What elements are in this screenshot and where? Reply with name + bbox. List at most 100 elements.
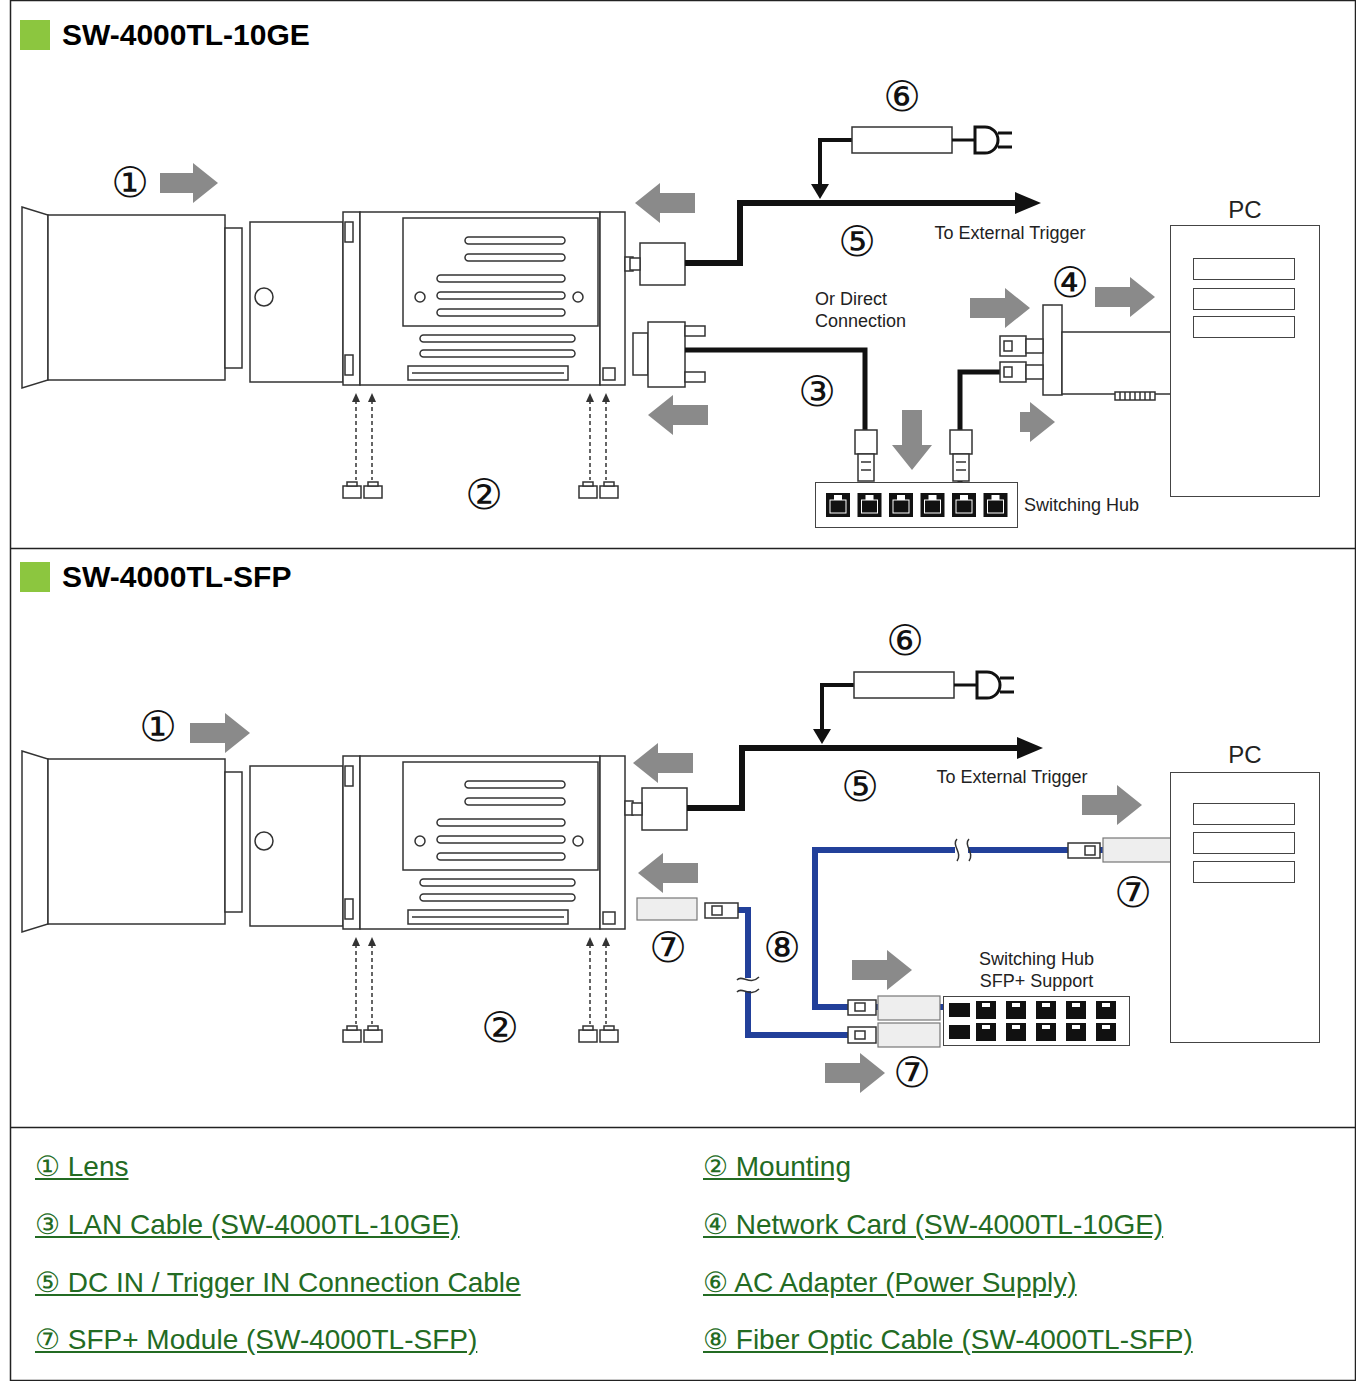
- direction-arrow: [160, 163, 1155, 1093]
- lan-port: [1066, 1001, 1086, 1019]
- lan-port: [976, 1023, 996, 1041]
- callout-number: ②: [481, 1003, 519, 1052]
- part-list-item: ⑥ AC Adapter (Power Supply): [703, 1267, 1077, 1298]
- label-wrap: ⑤ DC IN / Trigger IN Connection Cable: [35, 1267, 521, 1299]
- lan-port: [1006, 1023, 1026, 1041]
- label-wrap: ③ LAN Cable (SW-4000TL-10GE): [35, 1209, 459, 1241]
- title-wrap: SW-4000TL-10GE: [62, 20, 310, 50]
- callout-number: ③: [798, 367, 836, 416]
- label-wrap: To External Trigger: [936, 766, 1087, 788]
- label-wrap: ⑦: [893, 1052, 931, 1094]
- callout-number: ①: [139, 702, 177, 751]
- label-wrap: ①: [139, 706, 177, 748]
- lan-port: [1036, 1023, 1056, 1041]
- drive-bay: [1193, 258, 1295, 280]
- port-outline: [988, 500, 1004, 513]
- port-notch: [1072, 1025, 1080, 1029]
- hub-ports: [816, 483, 1019, 529]
- lan-port: [952, 493, 976, 517]
- port-notch: [1072, 1003, 1080, 1007]
- sfp-cage: [949, 1003, 970, 1017]
- port-notch: [1102, 1003, 1110, 1007]
- direct-cable: [880, 344, 1000, 348]
- label-wrap: Or Direct Connection: [815, 288, 915, 332]
- port-notch: [992, 495, 1000, 500]
- callout-number: ⑦: [893, 1048, 931, 1097]
- drive-bay: [1193, 861, 1295, 883]
- label-wrap: ②: [481, 1007, 519, 1049]
- pc-box: PC: [1170, 740, 1320, 1043]
- fiber-connector: [705, 843, 1100, 1043]
- label-wrap: ⑦: [1114, 872, 1152, 914]
- port-outline: [830, 500, 846, 513]
- label-wrap: ⑥: [883, 76, 921, 118]
- port-outline: [956, 500, 972, 513]
- label-wrap: ① Lens: [35, 1151, 129, 1183]
- sfp-module: [637, 838, 1171, 1047]
- pc-case: [1170, 772, 1320, 1043]
- cable-break: [737, 839, 971, 992]
- part-list-item: ① Lens: [35, 1151, 129, 1182]
- port-notch: [834, 495, 842, 500]
- hub-label-wrap: Switching Hub SFP+ Support: [972, 948, 1102, 992]
- label-wrap: ①: [111, 162, 149, 204]
- camera-drawing: [22, 207, 633, 498]
- port-notch: [960, 495, 968, 500]
- label-wrap: ⑧: [763, 927, 801, 969]
- camera-drawing: [22, 751, 633, 1042]
- callout-number: ⑦: [1114, 868, 1152, 917]
- hub-body: [815, 482, 1018, 528]
- lan-cable: [685, 350, 865, 432]
- port-outline: [925, 500, 941, 513]
- lan-port: [889, 493, 913, 517]
- part-list-item: ⑦ SFP+ Module (SW-4000TL-SFP): [35, 1324, 477, 1355]
- label-wrap: ⑥: [886, 620, 924, 662]
- callout-number: ⑤: [838, 217, 876, 266]
- table-rule: [10, 548, 1356, 550]
- drive-bay: [1193, 316, 1295, 338]
- label-wrap: ⑧ Fiber Optic Cable (SW-4000TL-SFP): [703, 1324, 1193, 1356]
- label-wrap: ⑤: [838, 221, 876, 263]
- port-notch: [866, 495, 874, 500]
- callout-number: ⑥: [886, 616, 924, 665]
- cable-note: To External Trigger: [934, 223, 1085, 243]
- hub-label: Switching Hub: [1024, 494, 1139, 516]
- cable-connector: [815, 850, 1170, 1007]
- drive-bay: [1193, 803, 1295, 825]
- port-notch: [1042, 1003, 1050, 1007]
- lan-port: [858, 493, 882, 517]
- lan-port: [1036, 1001, 1056, 1019]
- lan-port: [976, 1001, 996, 1019]
- hub-ports: [944, 997, 1131, 1047]
- label-wrap: ② Mounting: [703, 1151, 851, 1183]
- cable-note: Or Direct Connection: [815, 289, 906, 331]
- lan-port: [826, 493, 850, 517]
- switching-hub: Switching Hub: [815, 482, 1142, 528]
- label-wrap: ②: [465, 474, 503, 516]
- sfp-cage: [949, 1025, 970, 1039]
- label-wrap: ④ Network Card (SW-4000TL-10GE): [703, 1209, 1163, 1241]
- table-rule: [10, 1127, 1356, 1129]
- callout-number: ④: [1051, 258, 1089, 307]
- title-marker: [20, 20, 50, 50]
- panel-region: SW-4000TL-SFPPCSwitching Hub SFP+ Suppor…: [10, 548, 1356, 1127]
- drive-bay: [1193, 288, 1295, 310]
- part-list-item: ⑧ Fiber Optic Cable (SW-4000TL-SFP): [703, 1324, 1193, 1355]
- label-wrap: To External Trigger: [934, 222, 1085, 244]
- label-wrap: ⑤: [841, 766, 879, 808]
- fiber-cable: [738, 910, 850, 1035]
- panel-region: SW-4000TL-10GE PC Switching Hub: [10, 0, 1356, 548]
- port-notch: [982, 1003, 990, 1007]
- lan-port: [984, 493, 1008, 517]
- port-notch: [1042, 1025, 1050, 1029]
- part-list-item: ④ Network Card (SW-4000TL-10GE): [703, 1209, 1163, 1240]
- pc-box: PC: [1170, 195, 1320, 497]
- cable-note: To External Trigger: [936, 767, 1087, 787]
- port-outline: [862, 500, 878, 513]
- label-wrap: ③: [798, 371, 836, 413]
- drive-bay: [1193, 832, 1295, 854]
- port-outline: [893, 500, 909, 513]
- part-list-item: ② Mounting: [703, 1151, 851, 1182]
- port-notch: [897, 495, 905, 500]
